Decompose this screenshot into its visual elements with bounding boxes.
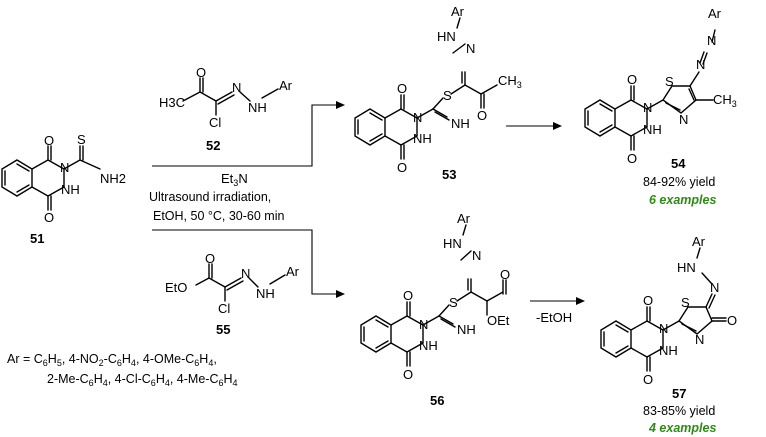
compound-52-label: 52: [206, 138, 220, 153]
yield-54: 84-92% yield: [643, 175, 715, 189]
arrow-top-head: [336, 101, 345, 109]
atom-nh: NH: [256, 286, 275, 301]
step-minus-etoh: -EtOH: [536, 310, 572, 325]
atom-n: N: [472, 248, 481, 263]
atom-nh: NH: [643, 122, 662, 137]
atom-n: N: [413, 110, 422, 125]
compound-53-structure: [354, 17, 498, 160]
compound-57-structure: [600, 247, 727, 372]
atom-n: N: [466, 41, 475, 56]
compound-56-label: 56: [430, 393, 444, 408]
atom-o: O: [397, 81, 407, 96]
atom-ar: Ar: [708, 6, 722, 21]
atom-n: N: [241, 266, 250, 281]
conditions-method: Ultrasound irradiation,: [149, 190, 271, 204]
atom-ar: Ar: [451, 4, 465, 19]
atom-ar: Ar: [279, 78, 293, 93]
ar-definition-line-2: 2-Me-C6H4, 4-Cl-C6H4, 4-Me-C6H4: [47, 372, 238, 388]
atom-o: O: [643, 293, 653, 308]
atom-o: O: [627, 151, 637, 166]
compound-51-label: 51: [30, 231, 44, 246]
atom-nh2: NH2: [100, 171, 126, 186]
examples-57: 4 examples: [648, 421, 716, 435]
atom-nh: NH: [248, 100, 267, 115]
atom-cl: Cl: [218, 301, 230, 316]
atom-s: S: [681, 295, 690, 310]
atom-ch3: CH3: [713, 92, 737, 109]
atom-hn: HN: [677, 260, 696, 275]
atom-n: N: [707, 33, 716, 48]
atom-nh: NH: [413, 131, 432, 146]
atom-hn: HN: [443, 236, 462, 251]
arrow-top-path: [152, 104, 338, 167]
atom-hn: HN: [437, 29, 456, 44]
compound-55-structure: [195, 263, 286, 302]
atom-n: N: [659, 321, 668, 336]
compound-53-label: 53: [442, 167, 456, 182]
atom-nh: NH: [419, 338, 438, 353]
atom-o: O: [403, 367, 413, 382]
compound-55-label: 55: [216, 322, 230, 337]
atom-o: O: [196, 65, 206, 80]
atom-n: N: [419, 317, 428, 332]
atom-o: O: [397, 160, 407, 175]
atom-nh: NH: [659, 343, 678, 358]
atom-cl: Cl: [209, 115, 221, 130]
atom-ar: Ar: [286, 264, 300, 279]
atom-h3c: H3C: [159, 95, 185, 110]
atom-o: O: [44, 210, 54, 225]
arrow-56-to-57-head: [576, 297, 585, 305]
atom-o: O: [44, 133, 54, 148]
atom-o: O: [205, 251, 215, 266]
atom-n: N: [643, 100, 652, 115]
arrow-bottom-path: [152, 229, 338, 295]
atom-n: N: [60, 160, 69, 175]
compound-54-structure: [584, 29, 716, 151]
atom-o: O: [627, 72, 637, 87]
atom-n: N: [710, 280, 719, 295]
atom-eto: EtO: [165, 280, 187, 295]
atom-o: O: [643, 372, 653, 387]
compound-56-structure: [360, 224, 507, 367]
arrow-bottom-head: [336, 290, 345, 298]
atom-s: S: [77, 132, 86, 147]
atom-ar: Ar: [457, 211, 471, 226]
atom-o: O: [477, 108, 487, 123]
conditions-base: Et3N: [221, 171, 248, 188]
atom-oet: OEt: [487, 313, 510, 328]
atom-ch3: CH3: [498, 73, 522, 90]
compound-54-label: 54: [671, 156, 686, 171]
compound-51-structure: [1, 145, 101, 211]
yield-57: 83-85% yield: [643, 404, 715, 418]
compound-52-structure: [182, 77, 279, 116]
atom-nh: NH: [61, 182, 80, 197]
atom-o: O: [500, 267, 510, 282]
atom-o: O: [727, 313, 737, 328]
atom-n: N: [679, 112, 688, 127]
atom-s: S: [443, 88, 452, 103]
atom-o: O: [403, 288, 413, 303]
atom-ar: Ar: [692, 234, 706, 249]
examples-54: 6 examples: [649, 193, 716, 207]
atom-s: S: [665, 74, 674, 89]
atom-nh: NH: [451, 116, 470, 131]
atom-n: N: [695, 332, 704, 347]
ar-definition-line-1: Ar = C6H5, 4-NO2-C6H4, 4-OMe-C6H4,: [7, 352, 217, 368]
conditions-solvent: EtOH, 50 °C, 30-60 min: [153, 209, 284, 223]
atom-s: S: [449, 295, 458, 310]
atom-n: N: [232, 80, 241, 95]
arrow-53-to-54-head: [553, 122, 562, 130]
atom-nh: NH: [457, 322, 476, 337]
compound-57-label: 57: [672, 386, 686, 401]
atom-n: N: [696, 57, 705, 72]
